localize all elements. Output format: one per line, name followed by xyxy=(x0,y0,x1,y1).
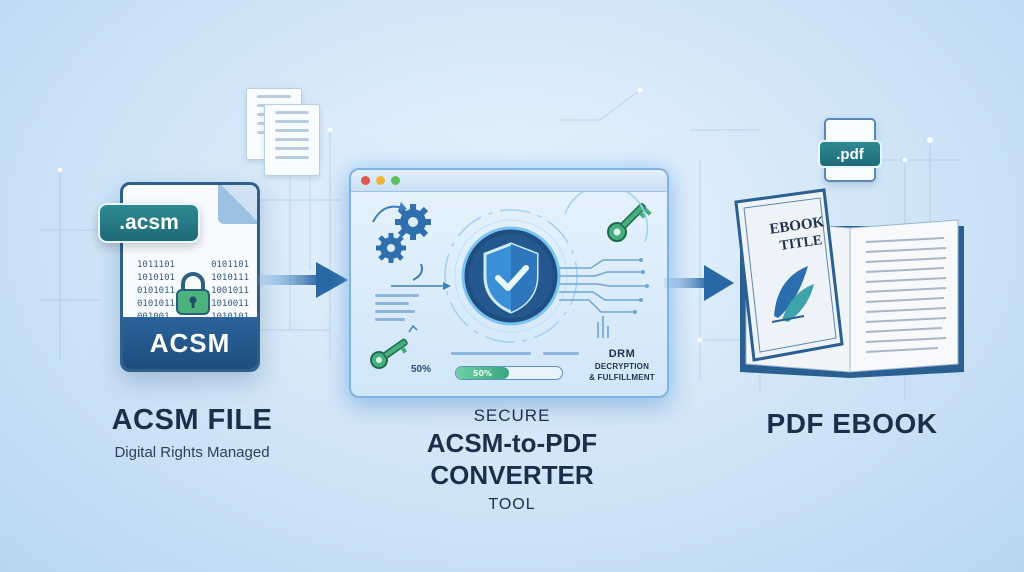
progress-bar-fill: 50% xyxy=(456,367,509,379)
shield-check-icon xyxy=(483,242,539,314)
center-caption-line-2: ACSM-to-PDF xyxy=(426,428,598,458)
gears-icon xyxy=(376,204,431,263)
center-caption-line-1: SECURE xyxy=(473,406,551,425)
open-ebook-icon xyxy=(734,188,964,378)
acsm-extension-tag: .acsm xyxy=(98,203,200,243)
center-caption-line-4: TOOL xyxy=(488,496,536,513)
acsm-file-subtitle: Digital Rights Managed xyxy=(114,444,270,461)
drm-line-2: DECRYPTION xyxy=(594,362,650,371)
bit-row: 1001011 xyxy=(211,286,249,296)
bit-row: 1010101 xyxy=(137,273,175,283)
key-icon xyxy=(607,203,652,242)
drm-line-1: DRM xyxy=(608,348,636,360)
arrow-right-icon xyxy=(258,262,348,298)
document-sheet-front-icon xyxy=(264,104,320,176)
small-key-icon xyxy=(370,338,408,369)
padlock-icon xyxy=(176,272,210,315)
maximize-dot-icon xyxy=(391,176,400,185)
bit-row: 1010011 xyxy=(211,299,249,309)
progress-percent-text: 50% xyxy=(411,364,432,375)
progress-bar: 50% xyxy=(455,366,563,380)
bit-row: 1010111 xyxy=(211,273,249,283)
drm-line-3: & FULFILLMENT xyxy=(589,373,655,382)
bit-row: 0101011 xyxy=(137,286,175,296)
acsm-label-band: ACSM xyxy=(123,317,257,369)
book-cover xyxy=(734,188,844,362)
pdf-extension-tag: .pdf xyxy=(818,140,882,168)
bit-row: 1011101 xyxy=(137,260,175,270)
file-corner-fold xyxy=(218,185,257,224)
center-caption-line-3: CONVERTER xyxy=(430,460,594,490)
converter-illustration xyxy=(370,192,652,369)
converter-app-window: 50% 50% DRM DECRYPTION & FULFILLMENT xyxy=(349,168,669,398)
bit-row: 0101011 xyxy=(137,299,175,309)
pdf-ebook-title: PDF EBOOK xyxy=(766,408,938,439)
minimize-dot-icon xyxy=(376,176,385,185)
close-dot-icon xyxy=(361,176,370,185)
arrow-right-icon xyxy=(664,265,734,301)
bit-row: 0101101 xyxy=(211,260,249,270)
window-titlebar xyxy=(351,170,667,192)
drm-label: DRM DECRYPTION & FULFILLMENT xyxy=(577,348,667,382)
acsm-file-title: ACSM FILE xyxy=(111,404,273,436)
